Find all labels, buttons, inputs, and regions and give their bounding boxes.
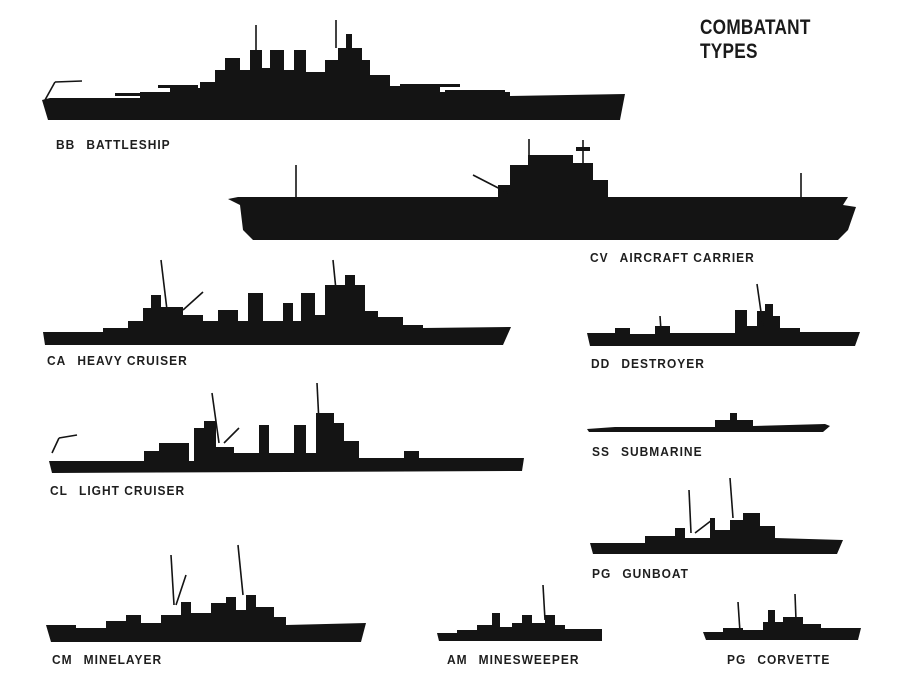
- battleship-silhouette: [42, 20, 625, 120]
- corvette-silhouette: [703, 593, 861, 640]
- page-title: COMBATANT TYPES: [700, 16, 811, 63]
- minesweeper-silhouette: [437, 584, 602, 641]
- submarine-silhouette: [587, 413, 830, 432]
- aircraft-carrier-silhouette: [228, 139, 856, 240]
- minelayer-silhouette: [46, 544, 366, 642]
- destroyer-silhouette: [587, 283, 860, 346]
- gunboat-silhouette: [590, 477, 843, 554]
- heavy-cruiser-silhouette: [43, 259, 511, 345]
- light-cruiser-silhouette: [49, 382, 524, 473]
